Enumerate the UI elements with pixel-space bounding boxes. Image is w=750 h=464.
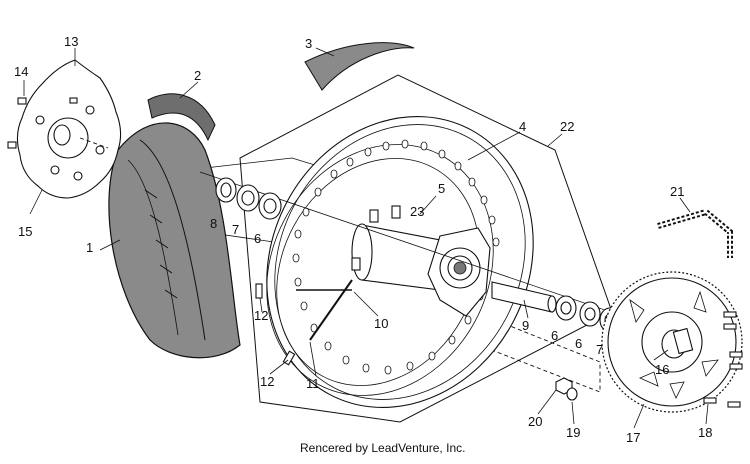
callout-23: 23 [410, 204, 424, 219]
callout-8: 8 [210, 216, 217, 231]
callout-7-right: 7 [596, 342, 603, 357]
callout-9: 9 [522, 318, 529, 333]
washer-19 [566, 387, 578, 401]
callout-18: 18 [698, 425, 712, 440]
rim-strip [304, 42, 415, 91]
left-seal-7 [236, 184, 260, 212]
callout-10: 10 [374, 316, 388, 331]
callout-17: 17 [626, 430, 640, 445]
callout-19: 19 [566, 425, 580, 440]
inner-tube [147, 93, 216, 142]
callout-7-left: 7 [232, 222, 239, 237]
spacer-kit-outline [439, 297, 601, 393]
callout-6-left: 6 [254, 231, 261, 246]
callout-21: 21 [670, 184, 684, 199]
right-bearing-6a [555, 295, 577, 321]
rear-sprocket [601, 271, 743, 413]
callout-11: 11 [306, 376, 320, 391]
callout-6-right-b: 6 [575, 336, 582, 351]
callout-20: 20 [528, 414, 542, 429]
axle [491, 281, 557, 313]
callout-13: 13 [64, 34, 78, 49]
callout-4: 4 [519, 119, 526, 134]
callout-16: 16 [655, 362, 669, 377]
leader-lines [23, 47, 709, 429]
callout-1: 1 [86, 240, 93, 255]
brake-disc [16, 59, 122, 199]
wheel-hub [351, 205, 491, 317]
callout-6-right-a: 6 [551, 328, 558, 343]
callout-12-upper: 12 [254, 308, 268, 323]
left-bearing-6 [258, 192, 282, 220]
callout-22: 22 [560, 119, 574, 134]
callout-15: 15 [18, 224, 32, 239]
credit-text: Rencered by LeadVenture, Inc. [300, 441, 465, 455]
left-spacer-8 [215, 177, 237, 203]
drive-chain [657, 208, 733, 258]
disc-bolts [7, 97, 78, 149]
tire [108, 122, 241, 359]
callout-5: 5 [438, 181, 445, 196]
sprocket-bolts [703, 311, 743, 408]
callout-3: 3 [305, 36, 312, 51]
callout-2: 2 [194, 68, 201, 83]
right-bearing-6b [579, 301, 601, 327]
valve-screw-upper [255, 283, 263, 299]
callout-12-lower: 12 [260, 374, 274, 389]
callout-14: 14 [14, 64, 28, 79]
